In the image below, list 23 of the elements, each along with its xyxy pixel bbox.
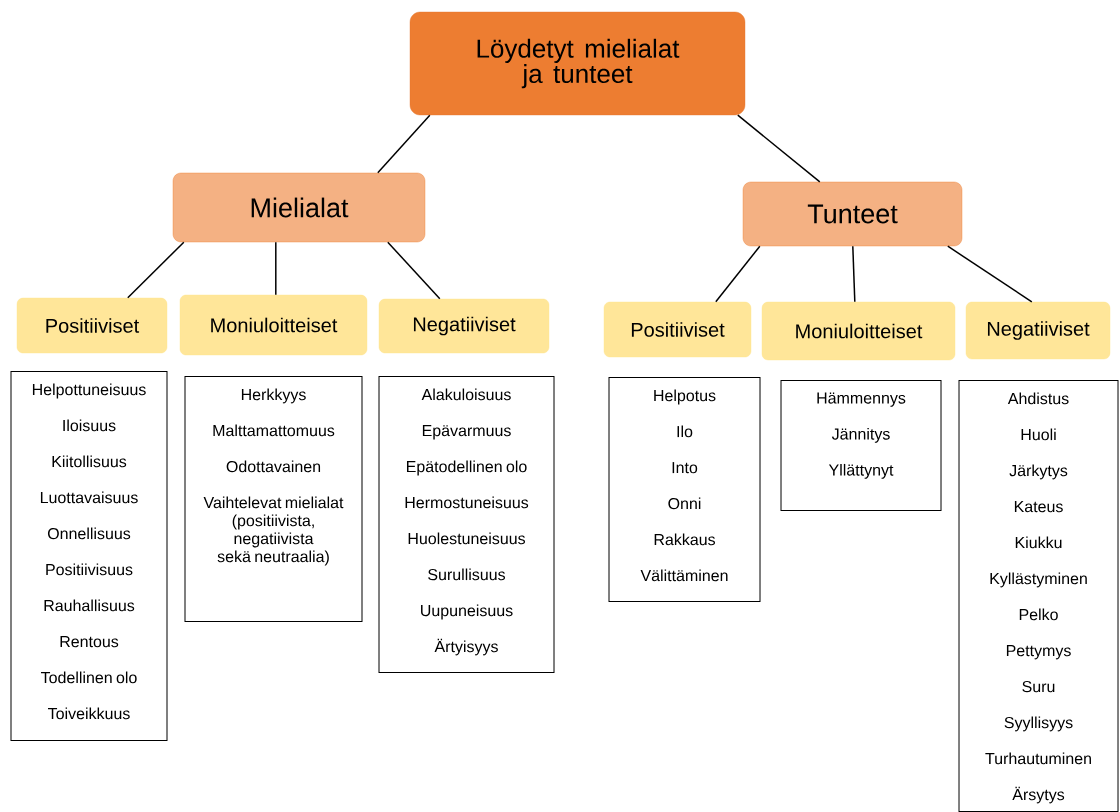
subcategory-box: Positiiviset xyxy=(603,301,752,358)
connector-line xyxy=(377,114,431,174)
list-box: Ahdistus Huoli Järkytys Kateus Kiukku Kyllästyminen Pelko Pettymys Suru Syyllisyys Turhautuminen Ärsytys xyxy=(958,380,1119,812)
subcategory-box: Moniuloitteiset xyxy=(179,294,368,356)
subcategory-box: Positiiviset xyxy=(16,297,168,354)
connector-line xyxy=(127,241,185,299)
category-box: Tunteet xyxy=(742,181,963,247)
connector-line xyxy=(387,241,441,300)
list-box: Helpottuneisuus Iloisuus Kiitollisuus Luottavaisuus Onnellisuus Positiivisuus Rauhallisuus Rentous Todellinen olo Toiveikkuus xyxy=(10,371,168,741)
list-box: Herkkyys Malttamattomuus Odottavainen Vaihtelevat mielialat (positiivista, negatiivista sekä neutraalia) xyxy=(184,376,363,622)
category-box: Mielialat xyxy=(172,172,426,243)
connector-line xyxy=(947,245,1033,303)
subcategory-box: Moniuloitteiset xyxy=(761,301,956,361)
connector-line xyxy=(275,241,277,296)
subcategory-box: Negatiiviset xyxy=(965,301,1111,360)
list-box: Helpotus Ilo Into Onni Rakkaus Välittäminen xyxy=(608,377,761,602)
connector-line xyxy=(852,245,856,303)
connector-line xyxy=(715,245,761,303)
list-box: Alakuloisuus Epävarmuus Epätodellinen olo Hermostuneisuus Huolestuneisuus Surullisuus Uupuneisuus Ärtyisyys xyxy=(378,376,555,673)
root-box: Löydetyt mielialat ja tunteet xyxy=(409,11,746,116)
connector-line xyxy=(737,114,821,183)
list-box: Hämmennys Jännitys Yllättynyt xyxy=(780,380,942,511)
subcategory-box: Negatiiviset xyxy=(378,298,550,354)
